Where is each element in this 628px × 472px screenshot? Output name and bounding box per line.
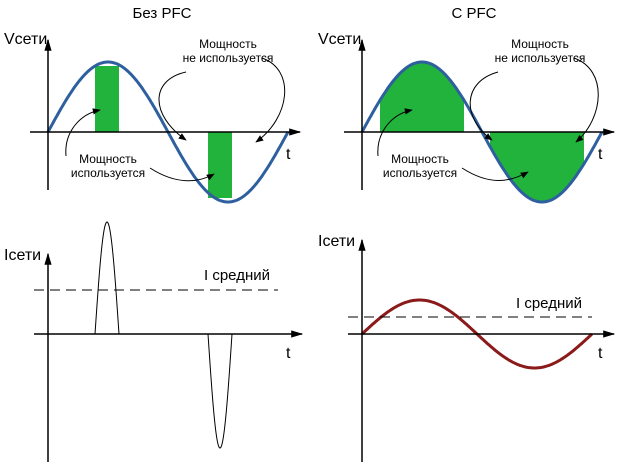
title-with-pfc: С PFC: [452, 5, 497, 22]
time-label: t: [598, 146, 603, 163]
current-plot-no-pfc: Iсети t I средний: [4, 221, 304, 462]
voltage-axis-label: Vсети: [318, 31, 361, 48]
power-used-area-neg: [490, 132, 584, 202]
avg-current-label: I средний: [516, 295, 582, 312]
arrow-used-down: [149, 167, 215, 182]
power-used-area-pos: [95, 66, 119, 132]
time-label-current: t: [286, 345, 291, 362]
power-used-area-neg: [208, 132, 232, 198]
arrow-used-up: [377, 108, 413, 157]
power-used-label-1: Мощность: [79, 152, 137, 166]
power-used-label-1: Мощность: [391, 152, 449, 166]
current-axis-label: Iсети: [318, 233, 355, 250]
arrow-used-up: [65, 108, 101, 157]
power-unused-label-1: Мощность: [199, 37, 257, 51]
time-label-current: t: [598, 345, 603, 362]
avg-current-label: I средний: [204, 267, 270, 284]
arrow-unused-left: [469, 71, 499, 141]
title-no-pfc: Без PFC: [133, 5, 192, 22]
arrow-used-down: [461, 167, 529, 181]
time-label: t: [286, 146, 291, 163]
voltage-plot-with-pfc: Vсети t Мощность не используется Мощност…: [318, 31, 616, 204]
arrow-unused-left: [158, 71, 187, 141]
voltage-axis-label: Vсети: [4, 31, 47, 48]
power-used-label-2: используется: [383, 166, 457, 180]
power-unused-label-2: не используется: [495, 51, 586, 65]
arrow-unused-right: [255, 57, 286, 143]
power-unused-label-1: Мощность: [511, 37, 569, 51]
power-used-area-pos: [380, 62, 464, 132]
current-axis-label: Iсети: [4, 247, 41, 264]
current-plot-with-pfc: Iсети t I средний: [318, 233, 616, 462]
arrow-unused-right: [573, 57, 599, 143]
voltage-plot-no-pfc: Vсети t Мощность не используется Мощност…: [4, 31, 302, 204]
current-pulse-wave: [94, 221, 233, 449]
power-unused-label-2: не используется: [183, 51, 274, 65]
power-used-label-2: используется: [71, 166, 145, 180]
